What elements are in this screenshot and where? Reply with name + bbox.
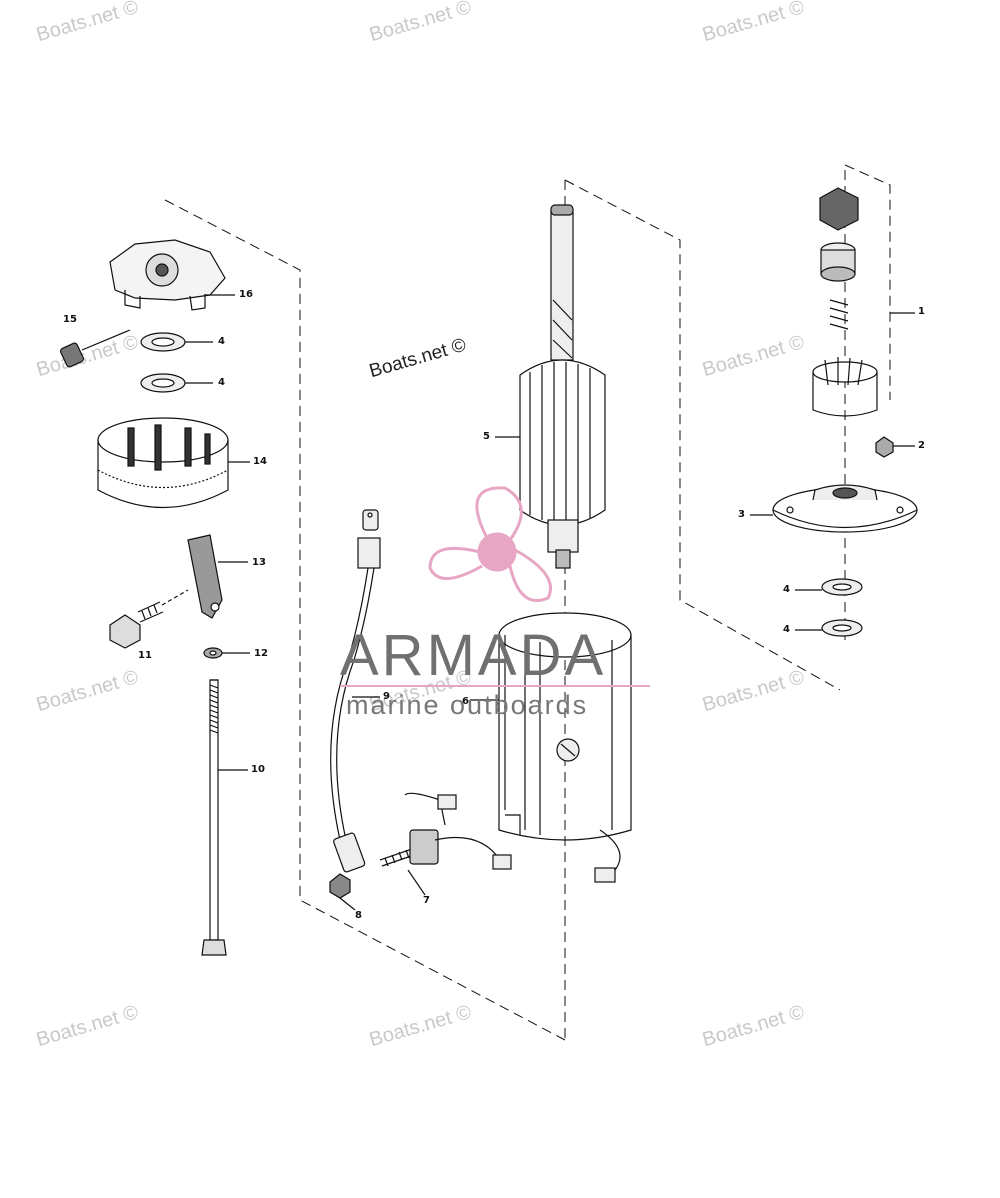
- commutator-end-cap-part: [97, 417, 229, 509]
- armada-logo-mark: [428, 486, 553, 603]
- callout-12[interactable]: 12: [254, 648, 268, 659]
- callout-3[interactable]: 3: [738, 509, 745, 520]
- callout-5[interactable]: 5: [483, 431, 490, 442]
- callout-7[interactable]: 7: [423, 895, 430, 906]
- assembly-guide-lines: [164, 164, 891, 1041]
- callout-1[interactable]: 1: [918, 306, 925, 317]
- callout-8[interactable]: 8: [355, 910, 362, 921]
- field-frame-part: [498, 612, 632, 841]
- brush-plate-part: [109, 239, 226, 311]
- washer-part: [821, 578, 863, 637]
- callout-6[interactable]: 6: [462, 696, 469, 707]
- callout-16[interactable]: 16: [239, 289, 253, 300]
- armature-part: [519, 204, 606, 569]
- set-screw-part: [60, 342, 84, 368]
- drive-end-cap-part: [772, 484, 918, 533]
- callout-2[interactable]: 2: [918, 440, 925, 451]
- lockwasher-part: [203, 647, 223, 659]
- logo-tagline: marine outboards: [346, 690, 589, 720]
- callout-4[interactable]: 4: [783, 624, 790, 635]
- callout-4[interactable]: 4: [783, 584, 790, 595]
- screw-part: [109, 601, 164, 649]
- callout-15[interactable]: 15: [63, 314, 77, 325]
- callout-4[interactable]: 4: [218, 336, 225, 347]
- brush-part: [379, 792, 621, 883]
- callout-13[interactable]: 13: [252, 557, 266, 568]
- lead-wire-part: [330, 509, 381, 873]
- callout-14[interactable]: 14: [253, 456, 267, 467]
- through-bolt-part: [201, 679, 227, 956]
- hex-nut-part: [329, 873, 351, 899]
- callout-11[interactable]: 11: [138, 650, 152, 661]
- washer-part: [140, 332, 186, 393]
- terminal-clip-part: [187, 534, 223, 619]
- nut-part: [875, 436, 894, 458]
- callout-4[interactable]: 4: [218, 377, 225, 388]
- callout-9[interactable]: 9: [383, 691, 390, 702]
- callout-10[interactable]: 10: [251, 764, 265, 775]
- logo-brand: ARMADA: [340, 623, 607, 688]
- pinion-drive-part: [812, 187, 878, 417]
